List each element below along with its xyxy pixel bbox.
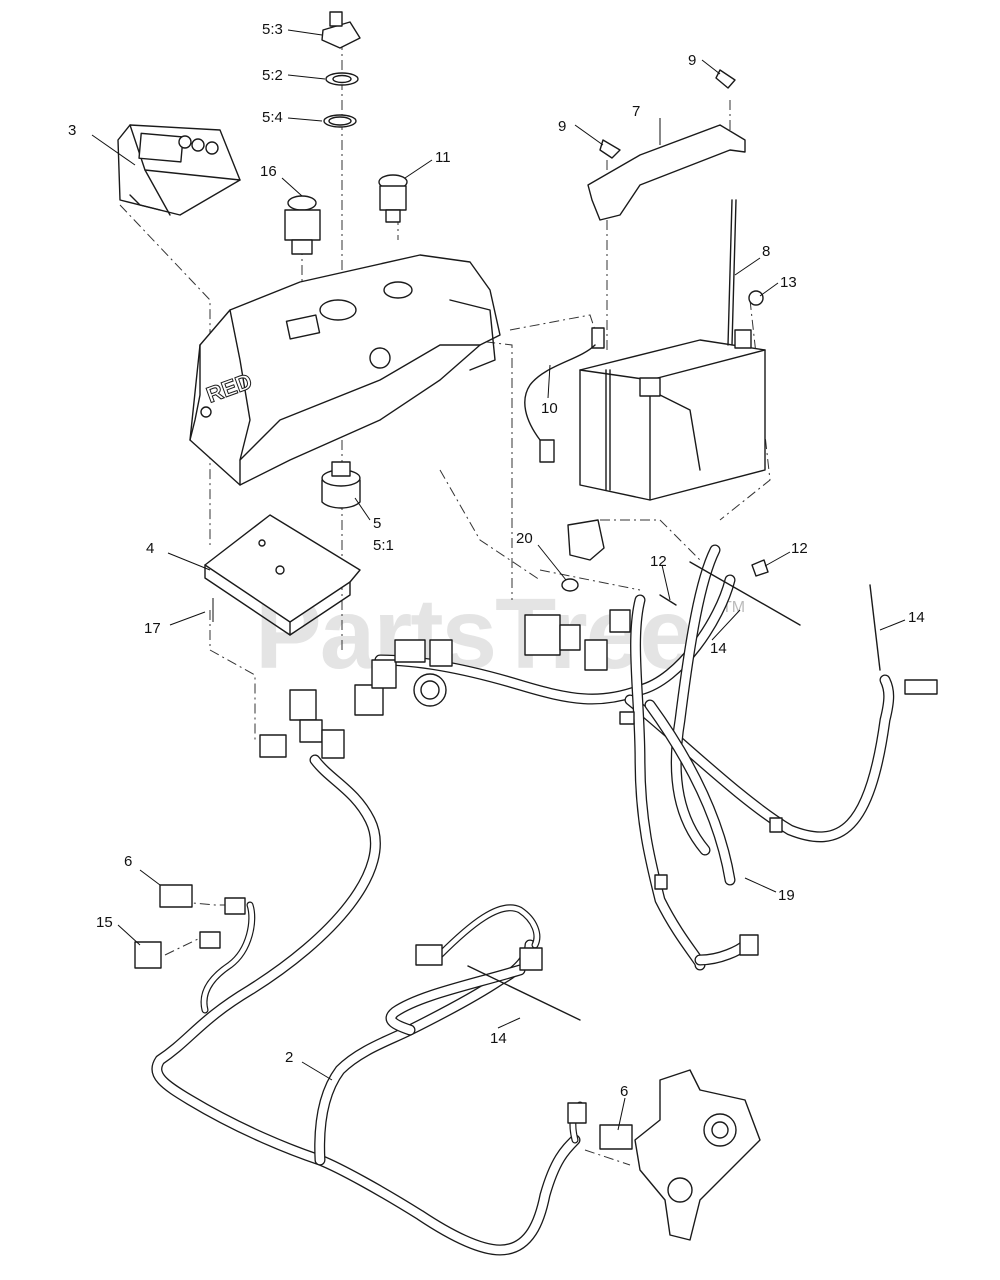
callout-9-right: 9 — [688, 52, 696, 69]
relay-6-upper — [159, 884, 193, 908]
callout-12-right: 12 — [791, 540, 808, 557]
callout-15: 15 — [96, 914, 113, 931]
part-16-switch — [284, 195, 321, 255]
callout-5-1: 5:1 — [373, 537, 394, 554]
controller-module — [204, 514, 361, 636]
dash-panel: RED — [189, 254, 501, 486]
callout-6-upper: 6 — [124, 853, 132, 870]
callout-14-lower: 14 — [490, 1030, 507, 1047]
callout-2: 2 — [285, 1049, 293, 1066]
main-wire-harness[interactable] — [151, 544, 895, 1256]
small-parts — [467, 327, 881, 1021]
callout-3: 3 — [68, 122, 76, 139]
callout-13: 13 — [780, 274, 797, 291]
callout-19: 19 — [778, 887, 795, 904]
callout-labels: 2 3 4 5 5:1 5:2 5:3 5:4 6 6 7 8 9 9 10 1… — [68, 21, 925, 1100]
battery — [579, 329, 766, 501]
display-module — [117, 124, 241, 216]
pedal-bracket — [634, 1069, 761, 1241]
callout-16: 16 — [260, 163, 277, 180]
callout-6-lower: 6 — [620, 1083, 628, 1100]
callout-5: 5 — [373, 515, 381, 532]
callout-4: 4 — [146, 540, 154, 557]
switch-15 — [134, 941, 162, 969]
leader-lines — [91, 29, 906, 1131]
callout-8: 8 — [762, 243, 770, 260]
callout-5-4: 5:4 — [262, 109, 283, 126]
callout-11: 11 — [435, 149, 451, 166]
callout-5-2: 5:2 — [262, 67, 283, 84]
callout-7: 7 — [632, 103, 640, 120]
callout-5-3: 5:3 — [262, 21, 283, 38]
battery-holddown — [587, 69, 764, 491]
callout-9-left: 9 — [558, 118, 566, 135]
key-switch-stack — [321, 11, 361, 509]
part-11-power-port — [378, 174, 408, 223]
callout-17: 17 — [144, 620, 161, 637]
callout-10: 10 — [541, 400, 558, 417]
callout-12-left: 12 — [650, 553, 667, 570]
relay-6-lower — [599, 1124, 633, 1150]
callout-14-right: 14 — [908, 609, 925, 626]
callout-14-middle: 14 — [710, 640, 727, 657]
connector-cluster — [134, 609, 938, 1150]
callout-20: 20 — [516, 530, 533, 547]
